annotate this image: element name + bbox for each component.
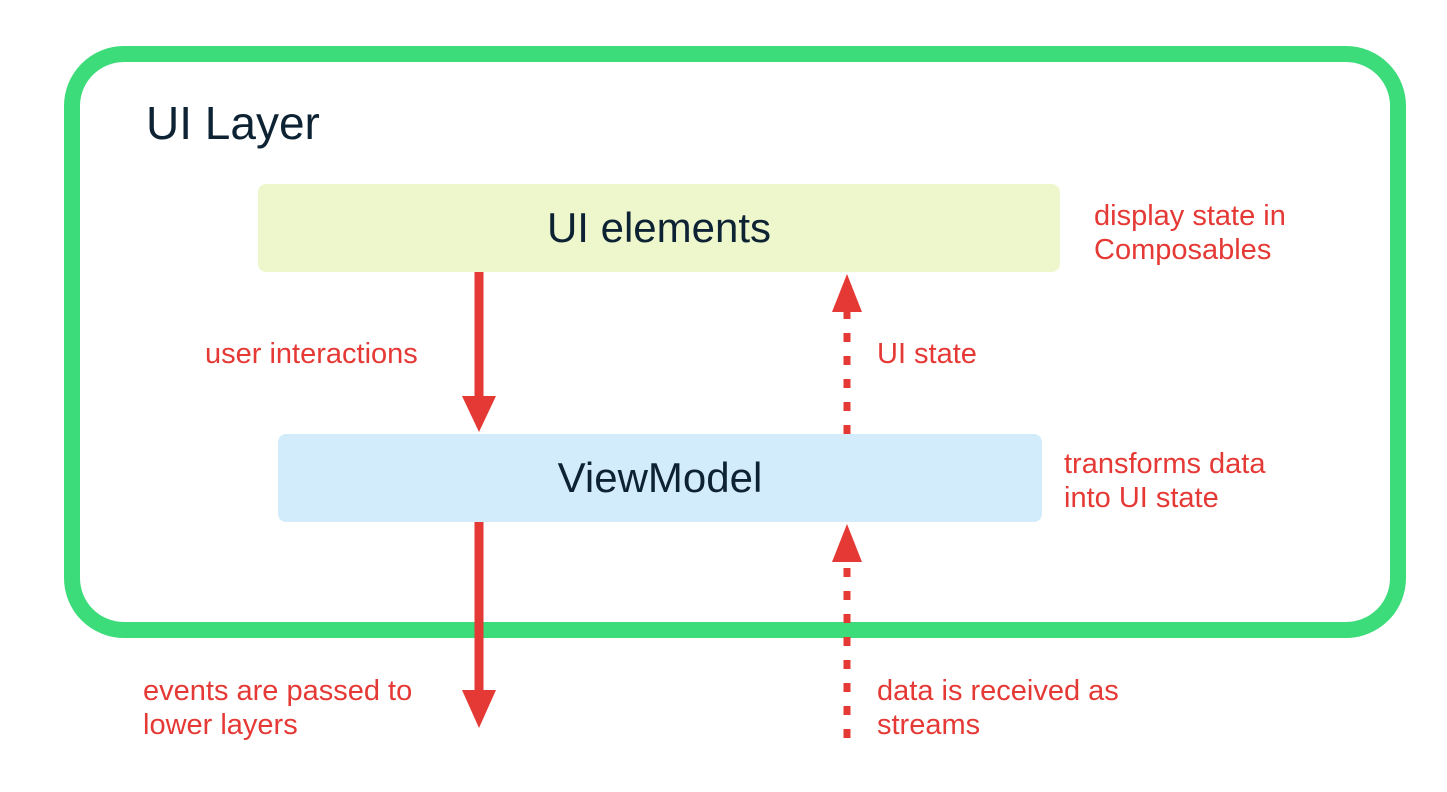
note-line: into UI state (1064, 482, 1219, 514)
events-note: events are passed to lower layers (143, 674, 412, 742)
note-line: transforms data (1064, 448, 1266, 480)
ui-elements-box: UI elements (258, 184, 1060, 272)
note-line: UI state (877, 338, 977, 370)
data-streams-note: data is received as streams (877, 674, 1119, 742)
display-state-note: display state in Composables (1094, 199, 1286, 267)
user-interactions-arrow (462, 272, 496, 432)
note-line: Composables (1094, 234, 1272, 266)
ui-layer-title: UI Layer (146, 97, 320, 149)
viewmodel-box: ViewModel (278, 434, 1042, 522)
note-line: display state in (1094, 200, 1286, 232)
note-line: events are passed to (143, 675, 413, 707)
events-arrow (462, 522, 496, 728)
viewmodel-label: ViewModel (557, 454, 763, 501)
transforms-note: transforms data into UI state (1064, 447, 1265, 515)
ui-layer-container (64, 46, 1406, 638)
ui-state-note: UI state (877, 337, 977, 371)
note-line: user interactions (205, 338, 418, 370)
ui-state-arrow (832, 274, 862, 434)
ui-elements-label: UI elements (546, 204, 772, 251)
note-line: streams (877, 709, 981, 741)
data-streams-arrow (832, 524, 862, 738)
note-line: data is received as (877, 675, 1119, 707)
note-line: lower layers (143, 709, 298, 741)
user-interactions-note: user interactions (205, 337, 418, 371)
